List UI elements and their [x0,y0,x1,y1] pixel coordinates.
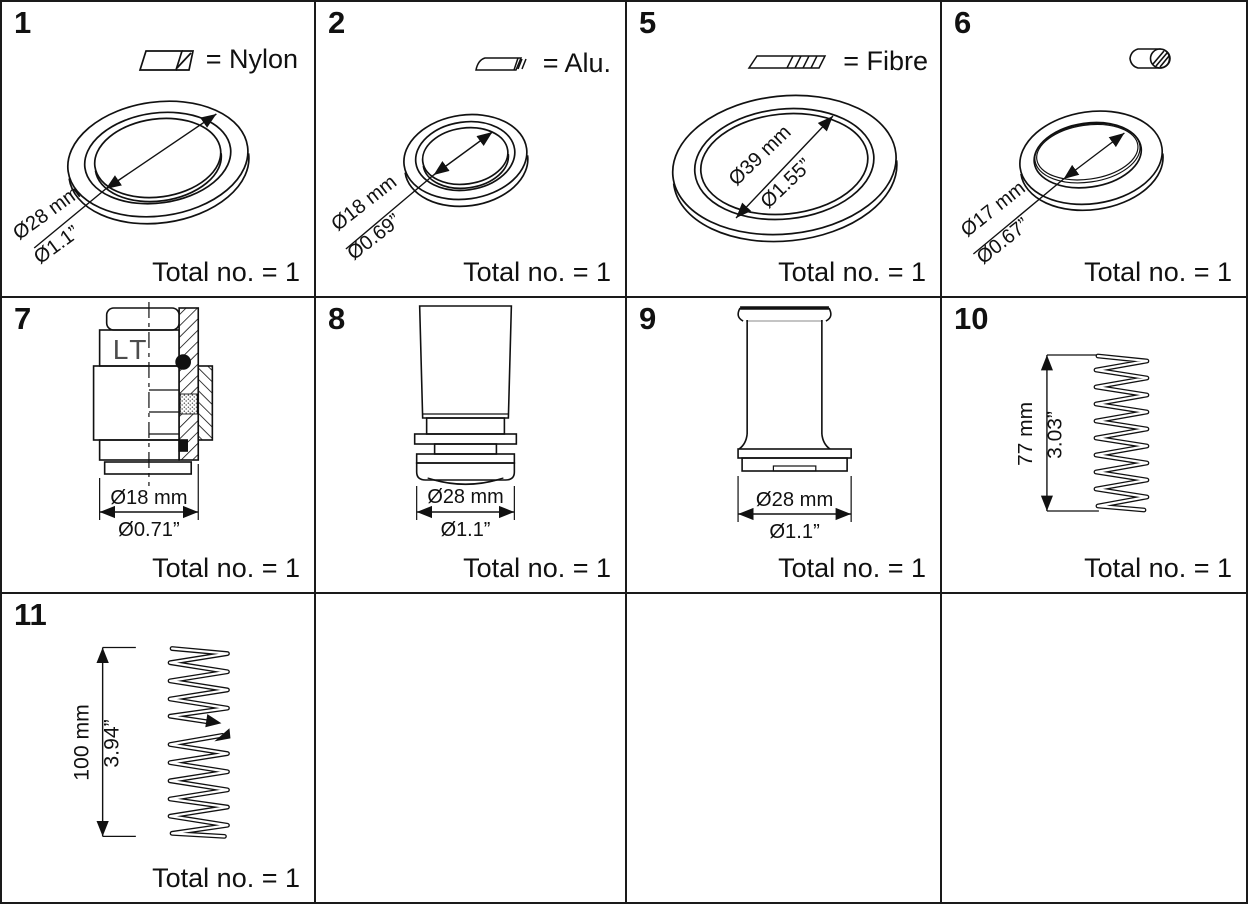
part-number: 11 [14,597,47,632]
dim-mm: 100 mm [71,704,94,781]
part-number: 5 [639,5,657,40]
spring-drawing: 100 mm 3.94” [71,646,231,839]
spring-drawing: 77 mm 3.03” [1014,353,1150,513]
empty-cell [942,594,1246,902]
total-count: Total no. = 1 [1084,257,1232,287]
part-cell-7: 7 [2,298,316,594]
valve-insert-drawing: LT Ø18 mm Ø0.71” [92,302,214,541]
part-number: 1 [14,5,32,40]
nylon-gasket-drawing: Ø28 mm Ø1.1” [9,100,250,269]
material-legend [1126,46,1176,71]
part-number: 7 [14,301,32,336]
total-count: Total no. = 1 [152,553,300,583]
part-cell-6: 6 [942,2,1246,298]
alu-gasket-drawing: Ø18 mm Ø0.69” [327,113,529,265]
material-legend: = Nylon [136,44,298,75]
dim-inch: Ø1.1” [769,521,819,543]
empty-cell [627,594,942,902]
part-cell-9: 9 Ø28 [627,298,942,594]
dim-mm: Ø28 mm [427,486,503,508]
dim-mm: Ø28 mm [756,489,833,511]
part-number: 8 [328,301,346,336]
part-number: 6 [954,5,972,40]
dim-inch: 3.03” [1044,411,1067,459]
fibre-gasket-drawing: Ø39 mm Ø1.55” [671,94,898,243]
total-count: Total no. = 1 [778,553,926,583]
nylon-material-icon [138,50,194,71]
total-count: Total no. = 1 [463,553,611,583]
part-number: 10 [954,301,989,336]
material-label: = Fibre [843,46,928,76]
part-cell-1: 1 = Nylon [2,2,316,298]
total-count: Total no. = 1 [463,257,611,287]
aluminium-material-icon [474,56,527,71]
dim-inch: Ø0.71” [118,519,179,541]
empty-cell [316,594,627,902]
fibre-material-icon [747,54,827,69]
part-cell-5: 5 = Fibre [627,2,942,298]
dim-mm: 77 mm [1014,402,1037,466]
piston-drawing: Ø28 mm Ø1.1” [413,305,518,541]
part-cell-2: 2 = Alu. [316,2,627,298]
part-number: 2 [328,5,346,40]
part-marking: LT [113,334,150,365]
dim-inch: Ø1.1” [441,519,491,541]
part-cell-8: 8 Ø28 mm Ø1.1” [316,298,627,594]
total-count: Total no. = 1 [778,257,926,287]
part-cell-11: 11 100 mm 3.94” Total no. = 1 [2,594,316,902]
material-label: = Alu. [542,48,611,78]
sleeve-drawing: Ø28 mm Ø1.1” [737,306,852,543]
total-count: Total no. = 1 [152,863,300,893]
material-label: = Nylon [205,44,298,74]
material-legend: = Alu. [473,48,611,79]
dim-inch: 3.94” [101,719,124,767]
dim-mm: Ø18 mm [110,487,187,509]
seal-ring-drawing: Ø17 mm Ø0.67” [957,110,1164,269]
capsule-section-icon [1129,48,1171,69]
part-cell-10: 10 77 mm 3.03” Total no. = 1 [942,298,1246,594]
material-legend: = Fibre [747,46,928,77]
part-number: 9 [639,301,657,336]
total-count: Total no. = 1 [1084,553,1232,583]
total-count: Total no. = 1 [152,257,300,287]
